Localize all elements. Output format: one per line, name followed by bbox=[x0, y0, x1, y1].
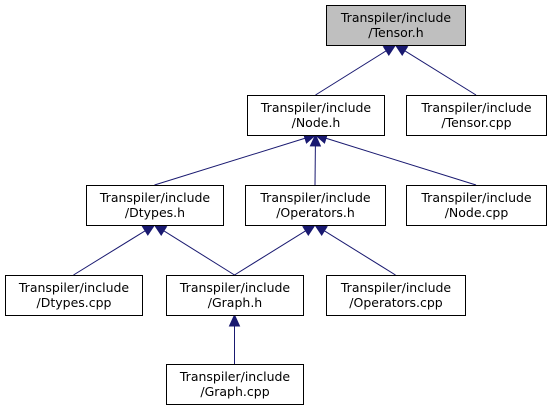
edge-line bbox=[404, 50, 477, 96]
node-label-line-1: Transpiler/include bbox=[340, 280, 452, 295]
edge-line bbox=[163, 230, 235, 276]
edge-tensor_cpp-to-tensor_h bbox=[394, 44, 477, 96]
node-node-cpp[interactable]: Transpiler/include/Node.cpp bbox=[406, 185, 547, 226]
node-label-line-2: /Operators.h bbox=[276, 205, 355, 220]
edge-line bbox=[324, 230, 396, 276]
edge-line bbox=[154, 137, 306, 186]
arrowhead bbox=[382, 44, 397, 57]
node-box[interactable] bbox=[86, 185, 224, 226]
node-dtypes-h[interactable]: Transpiler/include/Dtypes.h bbox=[86, 185, 224, 226]
node-operators-h[interactable]: Transpiler/include/Operators.h bbox=[245, 185, 386, 226]
node-box[interactable] bbox=[5, 275, 143, 316]
node-dtypes-cpp[interactable]: Transpiler/include/Dtypes.cpp bbox=[5, 275, 143, 316]
edge-graph_h-to-dtypes_h bbox=[153, 224, 235, 276]
node-label-line-1: Transpiler/include bbox=[179, 280, 291, 295]
node-label-line-1: Transpiler/include bbox=[420, 190, 532, 205]
node-label-line-2: /Graph.cpp bbox=[200, 384, 269, 399]
edge-graph_h-to-operators_h bbox=[234, 224, 317, 276]
arrowhead bbox=[309, 133, 322, 147]
node-graph-h[interactable]: Transpiler/include/Graph.h bbox=[166, 275, 304, 316]
edge-dtypes_cpp-to-dtypes_h bbox=[73, 224, 156, 276]
edge-node_h-to-tensor_h bbox=[315, 44, 397, 96]
edge-node_cpp-to-node_h bbox=[314, 132, 477, 186]
node-operators-cpp[interactable]: Transpiler/include/Operators.cpp bbox=[326, 275, 466, 316]
node-label-line-2: /Dtypes.cpp bbox=[37, 295, 112, 310]
node-label-line-2: /Node.h bbox=[292, 115, 341, 130]
edge-dtypes_h-to-node_h bbox=[154, 132, 317, 186]
node-graph-cpp[interactable]: Transpiler/include/Graph.cpp bbox=[166, 364, 304, 405]
node-box[interactable] bbox=[166, 275, 304, 316]
arrowhead bbox=[228, 313, 241, 327]
arrowhead bbox=[141, 224, 156, 236]
node-tensor-h[interactable]: Transpiler/include/Tensor.h bbox=[326, 5, 466, 46]
edge-operators_h-to-node_h bbox=[309, 133, 322, 186]
node-label-line-1: Transpiler/include bbox=[18, 280, 130, 295]
node-label-line-1: Transpiler/include bbox=[260, 100, 372, 115]
arrowhead bbox=[313, 224, 328, 237]
nodes-layer: Transpiler/include/Tensor.hTranspiler/in… bbox=[5, 5, 547, 405]
node-label-line-2: /Tensor.h bbox=[368, 25, 423, 40]
node-label-line-2: /Tensor.cpp bbox=[441, 115, 511, 130]
node-box[interactable] bbox=[247, 95, 385, 136]
node-label-line-1: Transpiler/include bbox=[420, 100, 532, 115]
node-label-line-2: /Graph.h bbox=[208, 295, 262, 310]
node-box[interactable] bbox=[245, 185, 386, 226]
node-label-line-1: Transpiler/include bbox=[179, 369, 291, 384]
node-label-line-1: Transpiler/include bbox=[340, 10, 452, 25]
arrowhead bbox=[153, 224, 168, 237]
edge-line bbox=[234, 230, 306, 276]
arrowhead bbox=[394, 44, 409, 57]
node-box[interactable] bbox=[326, 275, 466, 316]
node-label-line-2: /Dtypes.h bbox=[125, 205, 185, 220]
node-label-line-1: Transpiler/include bbox=[99, 190, 211, 205]
edge-operators_cpp-to-operators_h bbox=[313, 224, 396, 276]
node-node-h[interactable]: Transpiler/include/Node.h bbox=[247, 95, 385, 136]
arrowhead bbox=[302, 224, 317, 237]
node-label-line-1: Transpiler/include bbox=[259, 190, 371, 205]
node-label-line-2: /Operators.cpp bbox=[349, 295, 442, 310]
node-box[interactable] bbox=[326, 5, 466, 46]
node-label-line-2: /Node.cpp bbox=[445, 205, 509, 220]
edge-graph_cpp-to-graph_h bbox=[228, 313, 241, 364]
node-box[interactable] bbox=[166, 364, 304, 405]
edge-line bbox=[315, 50, 387, 96]
node-tensor-cpp[interactable]: Transpiler/include/Tensor.cpp bbox=[406, 95, 547, 136]
node-box[interactable] bbox=[406, 95, 547, 136]
edge-line bbox=[325, 137, 477, 186]
node-box[interactable] bbox=[406, 185, 547, 226]
edge-line bbox=[73, 230, 146, 276]
